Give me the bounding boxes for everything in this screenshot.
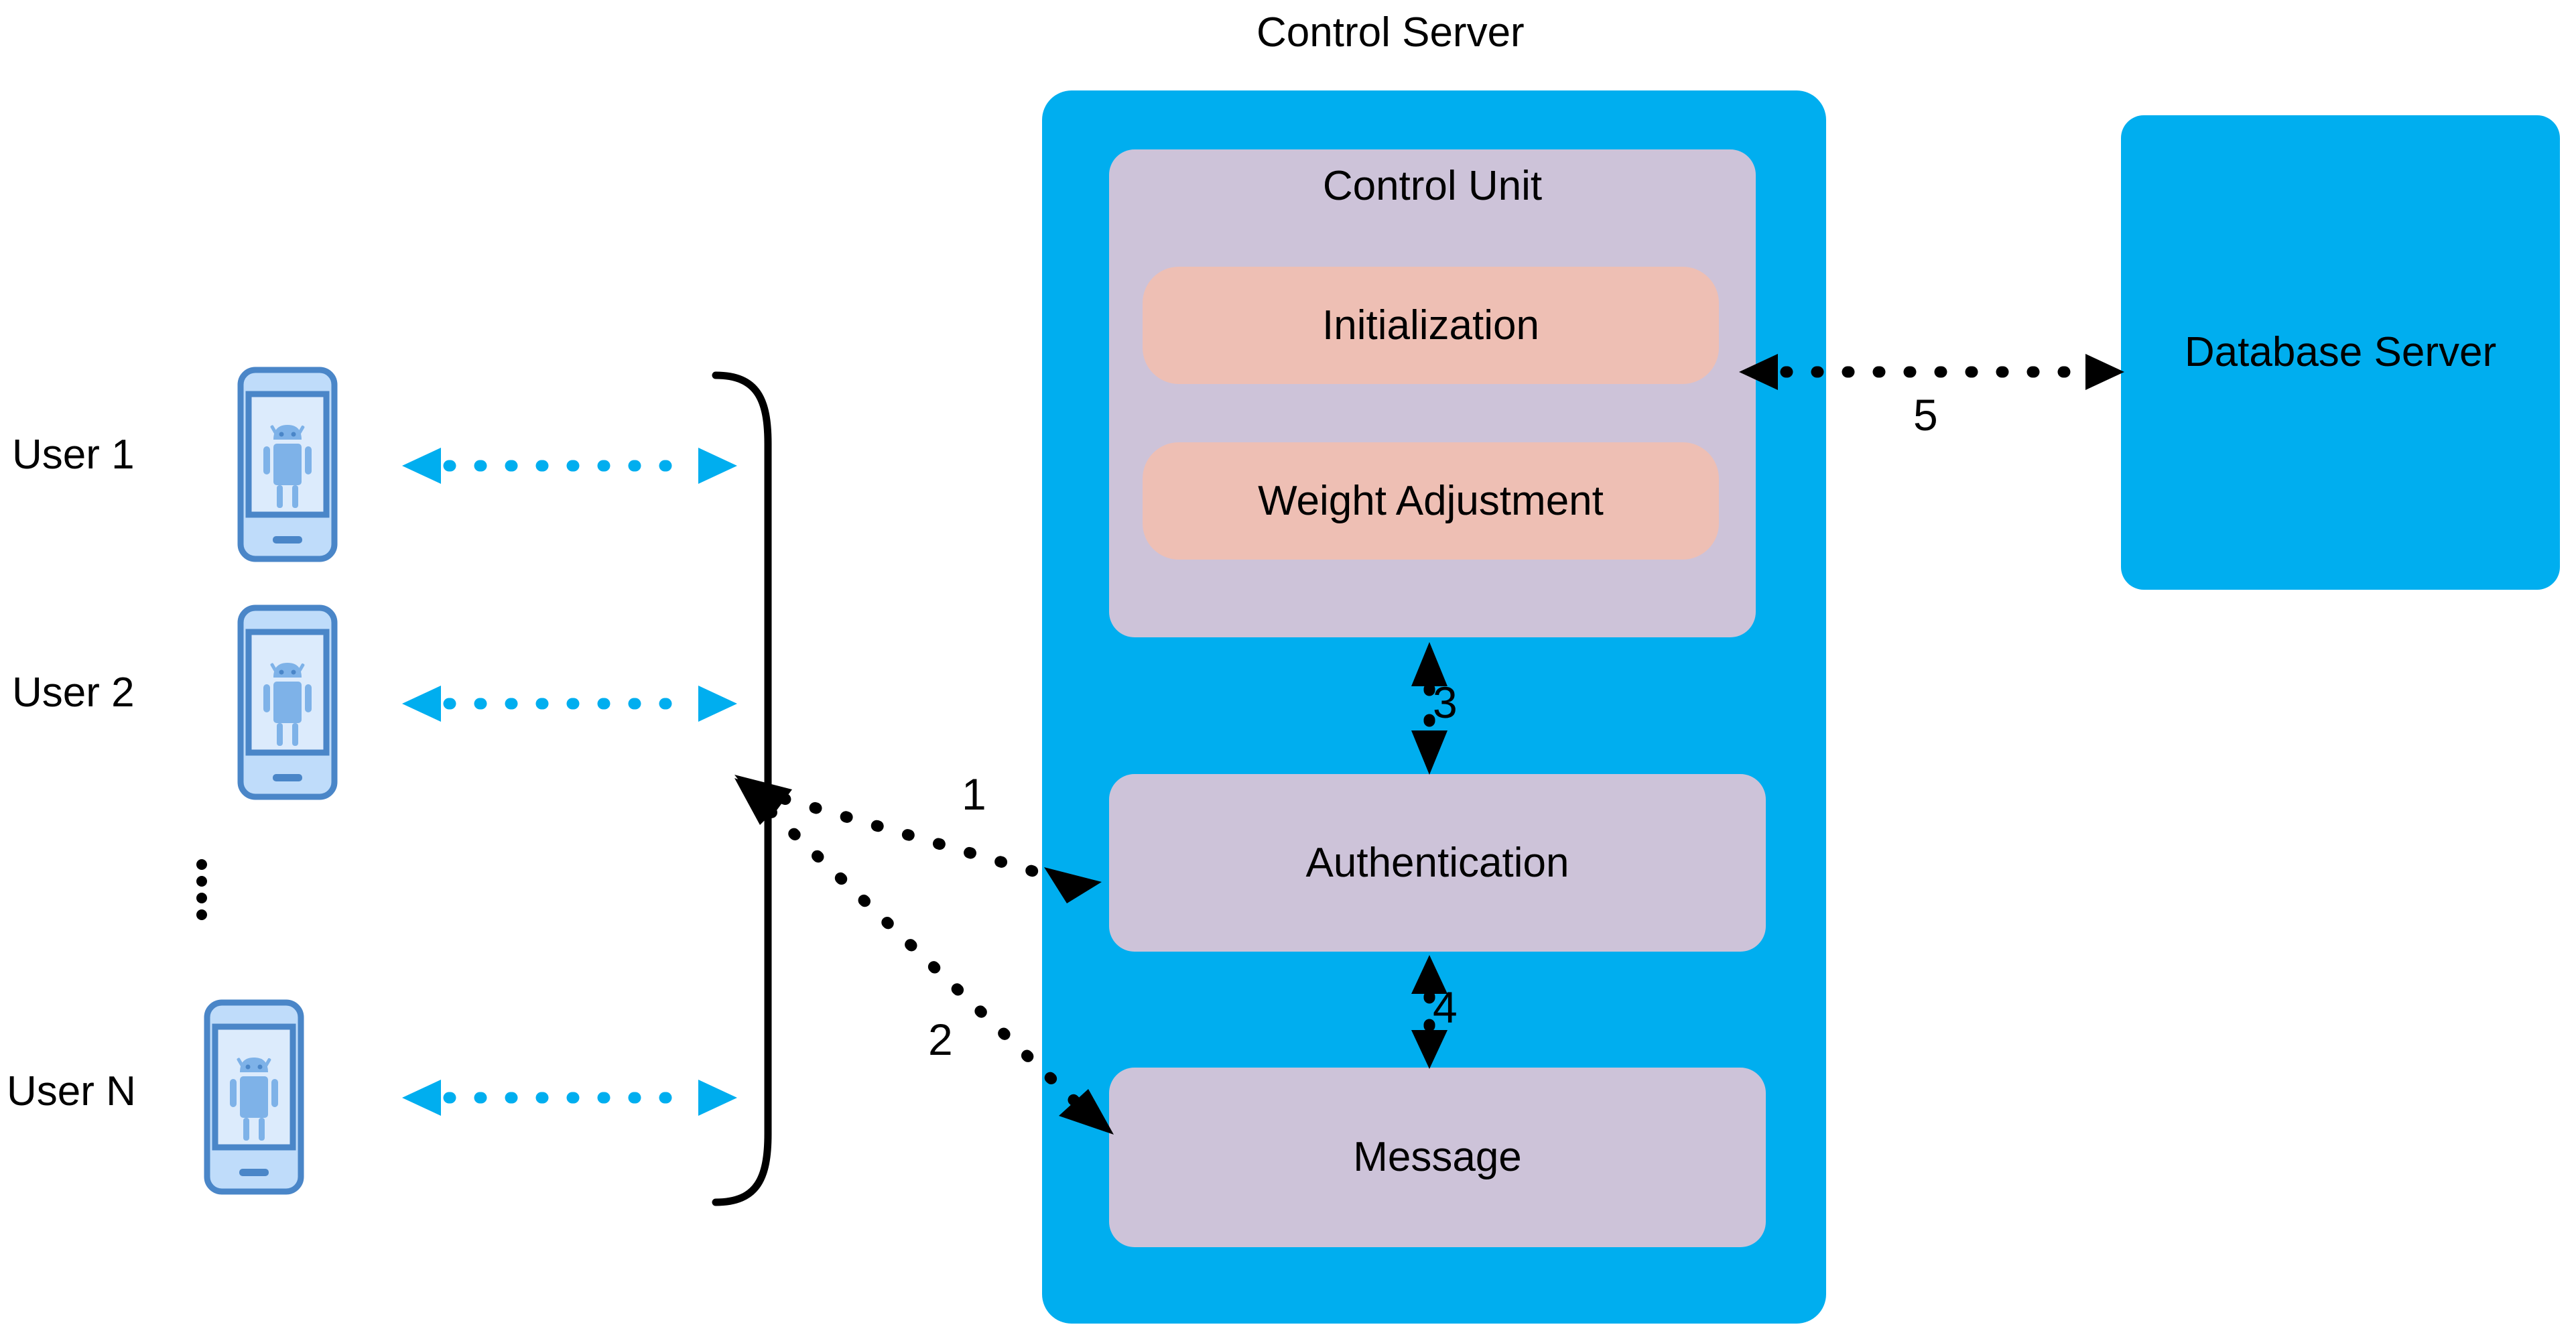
user-2-link-arrow: [402, 686, 737, 722]
database-server-panel[interactable]: [2121, 115, 2560, 590]
user-1-label: User 1: [12, 432, 135, 478]
user-n-link-arrow: [402, 1080, 737, 1116]
message-module[interactable]: [1109, 1068, 1766, 1247]
authentication-label: Authentication: [1305, 839, 1569, 886]
control-unit-label-wrap: Control Unit: [1109, 149, 1756, 223]
flow-2-arrow: [734, 778, 1114, 1135]
initialization-label-wrap: Initialization: [1143, 267, 1719, 384]
initialization-module[interactable]: [1143, 267, 1719, 384]
flow-4-label: 4: [1433, 982, 1458, 1032]
flow-4-arrow: [1411, 955, 1447, 1069]
android-phone-icon: [237, 367, 338, 562]
weight-adjustment-label: Weight Adjustment: [1258, 477, 1604, 524]
users-vertical-ellipsis-icon: [196, 859, 214, 926]
flow-5-arrow: [1739, 354, 2124, 390]
database-server-label-wrap: Database Server: [2121, 115, 2560, 590]
authentication-label-wrap: Authentication: [1109, 774, 1766, 952]
flow-3-label: 3: [1433, 678, 1458, 727]
user-1-link-arrow: [402, 448, 737, 484]
initialization-label: Initialization: [1322, 302, 1539, 348]
flow-3-arrow: [1411, 642, 1447, 775]
user-n-label: User N: [7, 1068, 136, 1114]
control-server-title: Control Server: [1257, 9, 1525, 56]
user-n-device[interactable]: [204, 999, 304, 1195]
flow-1-label: 1: [962, 769, 986, 819]
control-unit-label: Control Unit: [1322, 163, 1543, 209]
android-phone-icon: [237, 604, 338, 800]
user-2-device[interactable]: [237, 604, 338, 800]
user-2-label: User 2: [12, 669, 135, 716]
user-1-device[interactable]: [237, 367, 338, 562]
android-phone-icon: [204, 999, 304, 1195]
message-label: Message: [1353, 1134, 1522, 1180]
authentication-module[interactable]: [1109, 774, 1766, 952]
flow-2-label: 2: [928, 1015, 953, 1064]
message-label-wrap: Message: [1109, 1068, 1766, 1247]
flow-5-label: 5: [1913, 390, 1938, 440]
weight-adjustment-module[interactable]: [1143, 442, 1719, 560]
weight-adjustment-label-wrap: Weight Adjustment: [1143, 442, 1719, 560]
database-server-label: Database Server: [2184, 329, 2497, 375]
